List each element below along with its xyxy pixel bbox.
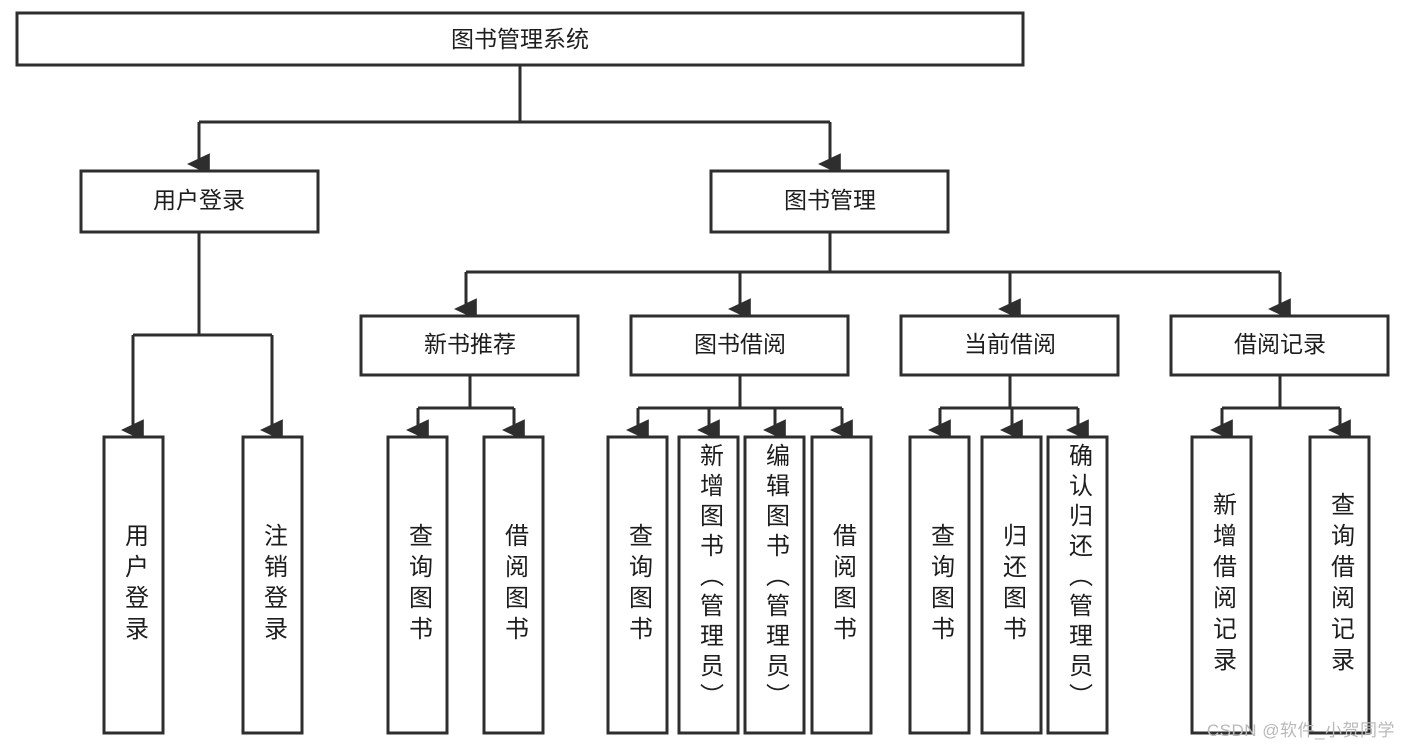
leaf-node[interactable] <box>1046 435 1109 735</box>
edge-group-borrow-record <box>1209 375 1351 441</box>
node-book-manage-box[interactable] <box>709 169 950 234</box>
leaf-node[interactable] <box>482 435 545 735</box>
node-root-box[interactable] <box>15 11 1025 67</box>
node-current-borrow-box[interactable] <box>899 314 1120 377</box>
leaf-node[interactable] <box>1308 435 1371 735</box>
node-book-borrow-label: 图书借阅 <box>694 331 786 357</box>
node-user-login-label: 用户登录 <box>153 187 245 213</box>
node-new-book-recommend[interactable]: 新书推荐 <box>359 314 580 377</box>
leaf-node[interactable] <box>677 435 740 735</box>
edge-group-root <box>186 65 841 175</box>
node-borrow-record[interactable]: 借阅记录 <box>1169 314 1390 377</box>
leaf-node[interactable] <box>980 435 1043 735</box>
node-book-borrow[interactable]: 图书借阅 <box>629 314 850 377</box>
edge-group-current-borrow <box>927 375 1089 441</box>
leaf-node[interactable] <box>386 435 449 735</box>
leaf-user-login-box[interactable] <box>102 435 165 735</box>
node-borrow-record-label: 借阅记录 <box>1234 331 1326 357</box>
node-current-borrow[interactable]: 当前借阅 <box>899 314 1120 377</box>
leaf-borrow-book-2-box[interactable] <box>810 435 873 735</box>
edge-group-user-login <box>120 232 283 441</box>
leaf-node[interactable] <box>606 435 669 735</box>
node-book-manage-label: 图书管理 <box>784 187 876 213</box>
leaf-add-record-box[interactable] <box>1190 435 1253 735</box>
watermark-text: CSDN @软件_小贺同学 <box>1206 721 1395 740</box>
leaf-confirm-return-box[interactable] <box>1046 435 1109 735</box>
leaf-edit-book-box[interactable] <box>743 435 806 735</box>
leaf-query-record-box[interactable] <box>1308 435 1371 735</box>
node-user-login-box[interactable] <box>79 169 320 234</box>
leaf-query-book-3-box[interactable] <box>908 435 971 735</box>
node-user-login[interactable]: 用户登录 <box>79 169 320 234</box>
leaf-node[interactable] <box>743 435 806 735</box>
edge-group-book-borrow <box>625 375 853 441</box>
leaf-borrow-book-1-box[interactable] <box>482 435 545 735</box>
leaf-node[interactable] <box>810 435 873 735</box>
node-book-borrow-box[interactable] <box>629 314 850 377</box>
leaf-node[interactable] <box>241 435 304 735</box>
leaf-node[interactable] <box>102 435 165 735</box>
leaf-add-book-box[interactable] <box>677 435 740 735</box>
node-root[interactable]: 图书管理系统 <box>15 11 1025 67</box>
leaf-query-book-2-box[interactable] <box>606 435 669 735</box>
leaf-logout-box[interactable] <box>241 435 304 735</box>
node-root-label: 图书管理系统 <box>451 26 589 52</box>
leaf-query-book-1-box[interactable] <box>386 435 449 735</box>
leaf-node[interactable] <box>908 435 971 735</box>
leaf-node[interactable] <box>1190 435 1253 735</box>
node-new-book-recommend-label: 新书推荐 <box>424 331 516 357</box>
edge-group-book-manage <box>453 232 1291 320</box>
node-current-borrow-label: 当前借阅 <box>964 331 1056 357</box>
node-book-manage[interactable]: 图书管理 <box>709 169 950 234</box>
leaf-return-book-box[interactable] <box>980 435 1043 735</box>
node-borrow-record-box[interactable] <box>1169 314 1390 377</box>
edge-group-new-book <box>405 375 525 441</box>
node-new-book-recommend-box[interactable] <box>359 314 580 377</box>
